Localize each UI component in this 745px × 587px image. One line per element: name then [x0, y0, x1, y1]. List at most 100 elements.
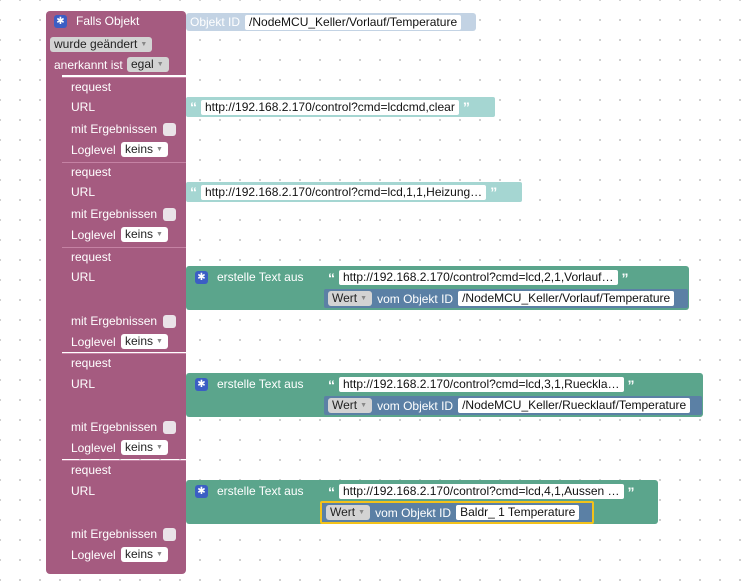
triangle-down-icon: ▼ [358, 509, 366, 516]
object-id-field[interactable]: /NodeMCU_Keller/Vorlauf/Temperature [245, 14, 462, 30]
request-label-3: request [71, 250, 112, 264]
url-label-5: URL [71, 484, 96, 498]
with-results-checkbox-1[interactable] [163, 123, 176, 136]
value-getter-block-5[interactable]: Wert ▼ vom Objekt ID Baldr_ 1 Temperatur… [320, 501, 594, 524]
url-connector-1 [181, 101, 186, 111]
quote-open-icon: “ [328, 376, 335, 393]
with-results-checkbox-4[interactable] [163, 421, 176, 434]
with-results-label-5: mit Ergebnissen [71, 527, 158, 541]
with-results-checkbox-3[interactable] [163, 315, 176, 328]
loglevel-dropdown-2[interactable]: keins ▼ [121, 227, 168, 242]
value-getter-block-4[interactable]: Wert ▼ vom Objekt ID /NodeMCU_Keller/Rue… [324, 396, 702, 415]
value-dropdown-5[interactable]: Wert ▼ [326, 505, 371, 520]
ack-label: anerkannt ist [54, 58, 123, 72]
triangle-down-icon: ▼ [140, 41, 148, 48]
getter-object-id-5[interactable]: Baldr_ 1 Temperature [456, 505, 580, 520]
gear-icon[interactable]: ✱ [195, 271, 208, 284]
ack-dropdown[interactable]: egal ▼ [127, 57, 169, 72]
trigger-dropdown[interactable]: wurde geändert ▼ [50, 37, 153, 52]
with-results-checkbox-2[interactable] [163, 208, 176, 221]
getter-object-id-4[interactable]: /NodeMCU_Keller/Ruecklauf/Temperature [458, 398, 691, 413]
object-id-block[interactable]: Objekt ID /NodeMCU_Keller/Vorlauf/Temper… [186, 13, 476, 31]
string-block-2[interactable]: “ http://192.168.2.170/control?cmd=lcd,1… [186, 182, 522, 202]
with-results-label-3: mit Ergebnissen [71, 314, 158, 328]
loglevel-dropdown-3[interactable]: keins ▼ [121, 334, 168, 349]
triangle-down-icon: ▼ [156, 146, 163, 153]
loglevel-value-1: keins [125, 142, 154, 156]
string-block-1[interactable]: “ http://192.168.2.170/control?cmd=lcdcm… [186, 97, 495, 117]
gear-icon[interactable]: ✱ [195, 485, 208, 498]
triangle-down-icon: ▼ [360, 295, 368, 302]
text-join-label-4: erstelle Text aus [217, 377, 304, 391]
quote-open-icon: “ [190, 184, 197, 200]
value-getter-block-3[interactable]: Wert ▼ vom Objekt ID /NodeMCU_Keller/Vor… [324, 289, 688, 308]
triangle-down-icon: ▼ [156, 231, 163, 238]
triangle-down-icon: ▼ [156, 61, 164, 68]
url-label-2: URL [71, 185, 96, 199]
loglevel-label-3: Loglevel [71, 335, 116, 349]
object-id-label: Objekt ID [190, 15, 241, 29]
text-join-label-5: erstelle Text aus [217, 484, 304, 498]
url-string-3[interactable]: http://192.168.2.170/control?cmd=lcd,2,1… [339, 270, 618, 285]
triangle-down-icon: ▼ [156, 338, 163, 345]
loglevel-dropdown-4[interactable]: keins ▼ [121, 440, 168, 455]
triangle-down-icon: ▼ [360, 402, 368, 409]
url-label-3: URL [71, 270, 96, 284]
url-connector-4 [181, 378, 186, 388]
loglevel-label-2: Loglevel [71, 228, 116, 242]
quote-close-icon: ” [627, 376, 635, 393]
quote-close-icon: ” [490, 184, 498, 200]
quote-close-icon: ” [621, 269, 629, 286]
quote-close-icon: ” [627, 483, 635, 500]
getter-object-id-3[interactable]: /NodeMCU_Keller/Vorlauf/Temperature [458, 291, 675, 306]
url-string-4[interactable]: http://192.168.2.170/control?cmd=lcd,3,1… [339, 377, 624, 392]
triangle-down-icon: ▼ [156, 551, 163, 558]
url-string-1[interactable]: http://192.168.2.170/control?cmd=lcdcmd,… [201, 99, 459, 115]
trigger-value: wurde geändert [54, 37, 138, 51]
event-title: Falls Objekt [76, 14, 140, 28]
request-label-1: request [71, 80, 112, 94]
triangle-down-icon: ▼ [156, 444, 163, 451]
from-object-label-3: vom Objekt ID [377, 291, 454, 306]
text-join-label-3: erstelle Text aus [217, 270, 304, 284]
with-results-label-1: mit Ergebnissen [71, 122, 158, 136]
loglevel-label-4: Loglevel [71, 441, 116, 455]
url-string-2[interactable]: http://192.168.2.170/control?cmd=lcd,1,1… [201, 184, 487, 200]
loglevel-value-4: keins [125, 440, 154, 454]
url-string-5[interactable]: http://192.168.2.170/control?cmd=lcd,4,1… [339, 484, 624, 499]
url-connector-3 [181, 271, 186, 281]
loglevel-value-2: keins [125, 227, 154, 241]
join-string-block-4[interactable]: “ http://192.168.2.170/control?cmd=lcd,3… [324, 375, 658, 394]
url-label-1: URL [71, 100, 96, 114]
from-object-label-4: vom Objekt ID [377, 398, 454, 413]
quote-open-icon: “ [190, 99, 197, 115]
request-label-4: request [71, 356, 112, 370]
value-dropdown-4[interactable]: Wert ▼ [328, 398, 373, 413]
from-object-label-5: vom Objekt ID [375, 505, 452, 520]
url-connector-5 [181, 485, 186, 495]
request-label-5: request [71, 463, 112, 477]
value-dropdown-3[interactable]: Wert ▼ [328, 291, 373, 306]
join-string-block-3[interactable]: “ http://192.168.2.170/control?cmd=lcd,2… [324, 268, 652, 287]
with-results-label-2: mit Ergebnissen [71, 207, 158, 221]
with-results-checkbox-5[interactable] [163, 528, 176, 541]
quote-close-icon: ” [462, 99, 470, 115]
value-label-3: Wert [332, 291, 358, 305]
url-label-4: URL [71, 377, 96, 391]
loglevel-label-5: Loglevel [71, 548, 116, 562]
loglevel-value-5: keins [125, 547, 154, 561]
gear-icon[interactable]: ✱ [54, 15, 67, 28]
gear-icon[interactable]: ✱ [195, 378, 208, 391]
url-connector-2 [181, 186, 186, 196]
quote-open-icon: “ [328, 483, 335, 500]
value-label-5: Wert [330, 505, 356, 519]
loglevel-value-3: keins [125, 334, 154, 348]
loglevel-label-1: Loglevel [71, 143, 116, 157]
request-label-2: request [71, 165, 112, 179]
loglevel-dropdown-5[interactable]: keins ▼ [121, 547, 168, 562]
value-label-4: Wert [332, 398, 358, 412]
join-string-block-5[interactable]: “ http://192.168.2.170/control?cmd=lcd,4… [324, 482, 656, 501]
event-block-spine [46, 75, 62, 570]
loglevel-dropdown-1[interactable]: keins ▼ [121, 142, 168, 157]
quote-open-icon: “ [328, 269, 335, 286]
